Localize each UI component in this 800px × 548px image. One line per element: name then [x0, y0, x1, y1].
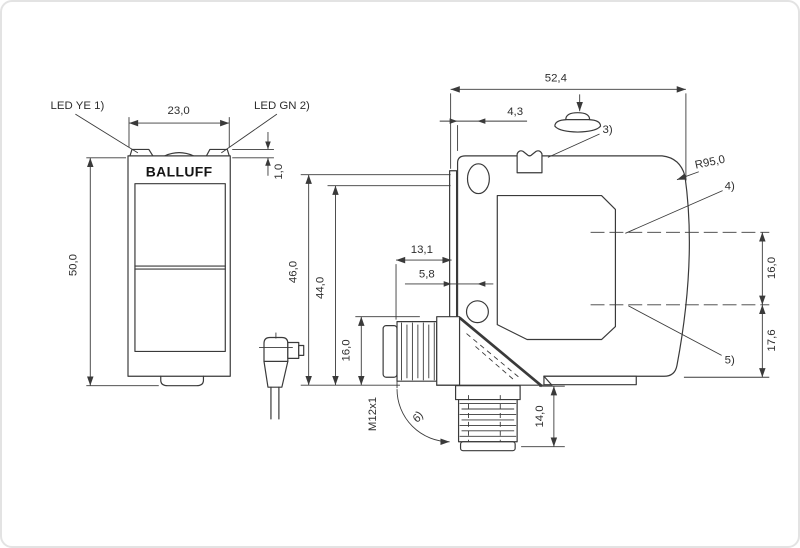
note-5: 5) — [725, 354, 735, 366]
m12-threads — [401, 322, 435, 381]
leader-note-4 — [625, 190, 723, 234]
note-6: 6) — [411, 409, 427, 424]
dim-height-44: 44,0 — [315, 277, 327, 299]
dim-13-1: 13,1 — [411, 244, 433, 256]
connector-elbow-tip — [298, 344, 305, 356]
front-bottom-tab — [160, 375, 205, 387]
cable-connector-detail — [259, 332, 305, 420]
m12-thread-body — [396, 321, 438, 382]
dim-front-height: 50,0 — [67, 254, 79, 276]
note-4: 4) — [725, 181, 735, 193]
mounting-hole-bottom — [465, 300, 489, 324]
m12-hex — [436, 316, 461, 386]
leader-led-yellow — [75, 113, 139, 154]
leader-note-5 — [628, 305, 722, 356]
dim-led-height: 1,0 — [273, 164, 285, 180]
brand-logo: BALLUFF — [146, 164, 213, 180]
label-led-green: LED GN 2) — [254, 100, 310, 112]
front-view: BALLUFF 23,0 50,0 LED YE 1) LED GN 2) 1,… — [51, 100, 310, 387]
m12v-cap — [459, 441, 516, 452]
dim-axis-17-6: 17,6 — [766, 329, 778, 351]
dim-radius-r95: R95,0 — [694, 154, 726, 172]
dim-front-width: 23,0 — [168, 105, 190, 117]
connector-elbow-taper — [263, 360, 289, 388]
dim-14: 14,0 — [534, 405, 546, 427]
m12v-threads — [459, 403, 517, 437]
swing-arc — [396, 389, 450, 445]
bracket-hypotenuse — [458, 316, 543, 388]
mounting-clip — [516, 150, 543, 174]
connector-elbow-body — [263, 336, 289, 362]
front-top-dome — [164, 152, 195, 157]
led-green-window — [205, 148, 230, 157]
potentiometer-dome — [565, 112, 591, 121]
dim-connector-16: 16,0 — [340, 339, 352, 361]
dim-height-46: 46,0 — [288, 261, 300, 283]
leader-note-3 — [547, 133, 600, 158]
m12-connector-horizontal — [382, 316, 553, 388]
mounting-hole-top — [466, 163, 490, 195]
leader-led-green — [221, 113, 278, 154]
led-yellow-window — [129, 148, 154, 157]
dim-side-depth: 52,4 — [545, 72, 568, 84]
leader-r95 — [676, 171, 699, 181]
dim-hole-offset: 4,3 — [507, 106, 523, 118]
m12-cap — [382, 325, 398, 378]
side-mounting-plate — [449, 170, 458, 333]
label-recess — [496, 194, 617, 341]
m12-connector-vertical — [454, 385, 521, 452]
m12v-body — [454, 385, 521, 401]
label-led-yellow: LED YE 1) — [51, 100, 105, 112]
bottom-strip — [543, 375, 637, 386]
label-thread-m12: M12x1 — [367, 397, 379, 431]
dim-5-8: 5,8 — [419, 268, 435, 280]
m12v-thread-body — [457, 398, 518, 443]
front-optical-window — [134, 183, 226, 353]
potentiometer-dish — [554, 119, 602, 133]
front-body-outline — [127, 155, 231, 377]
side-body-outline — [456, 155, 690, 377]
connector-elbow-nub — [287, 341, 300, 359]
dim-axis-spacing: 16,0 — [766, 257, 778, 279]
side-view: 52,4 4,3 3) R95,0 4) 5) 16,0 17,6 46,0 — [288, 72, 778, 452]
note-3: 3) — [603, 124, 613, 136]
